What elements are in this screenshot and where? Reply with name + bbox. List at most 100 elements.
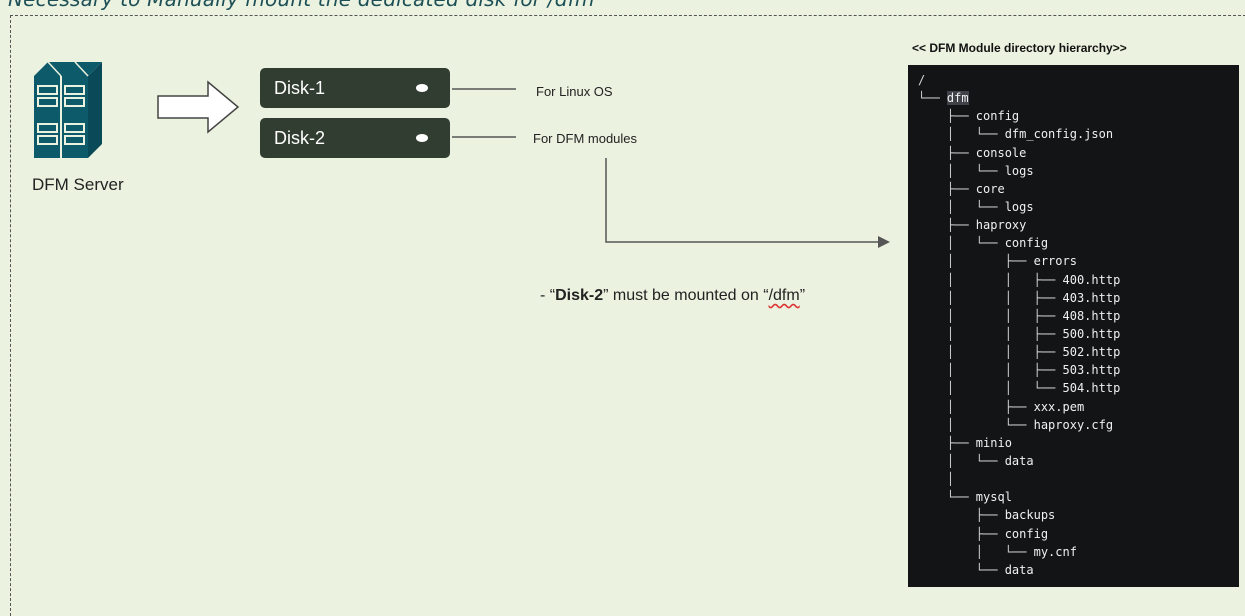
tree-entry-name: 400.http — [1062, 272, 1121, 287]
tree-line: ├── config — [918, 525, 1239, 543]
tree-entry-name: dfm_config.json — [1004, 127, 1114, 142]
tree-entry-name: minio — [975, 435, 1012, 450]
tree-branch: │ │ ├── — [918, 272, 1063, 287]
tree-line: │ │ └── 504.http — [918, 379, 1239, 397]
tree-entry-name: xxx.pem — [1033, 399, 1085, 414]
tree-line: └── mysql — [918, 488, 1239, 506]
disk-2: Disk-2 — [260, 118, 450, 158]
tree-branch: │ ├── — [918, 254, 1034, 269]
tree-entry-name: logs — [1004, 199, 1034, 214]
tree-line: │ └── logs — [918, 198, 1239, 216]
tree-branch: │ │ ├── — [918, 290, 1063, 305]
tree-branch: │ │ ├── — [918, 308, 1063, 323]
disk-led-icon — [416, 134, 428, 142]
tree-line: ├── core — [918, 180, 1239, 198]
tree-title: << DFM Module directory hierarchy>> — [912, 41, 1127, 55]
tree-line: │ │ ├── 500.http — [918, 325, 1239, 343]
tree-line: │ │ ├── 408.http — [918, 307, 1239, 325]
tree-branch: │ └── — [918, 127, 1005, 142]
tree-branch: │ └── — [918, 236, 1005, 251]
tree-branch: ├── — [918, 181, 976, 196]
tree-entry-name: config — [975, 109, 1020, 124]
tree-entry-name: config — [1004, 526, 1049, 541]
tree-line: │ │ ├── 400.http — [918, 271, 1239, 289]
tree-entry-name: mysql — [975, 490, 1012, 505]
disk-1: Disk-1 — [260, 68, 450, 108]
tree-branch: └── — [918, 562, 1005, 577]
tree-entry-name: my.cnf — [1033, 544, 1077, 559]
tree-line: └── dfm — [918, 89, 1239, 107]
tree-branch: │ └── — [918, 453, 1005, 468]
tree-branch: │ └── — [918, 163, 1005, 178]
tree-branch: │ │ ├── — [918, 326, 1063, 341]
tree-entry-name: 503.http — [1062, 363, 1121, 378]
dashed-frame — [10, 15, 1245, 616]
tree-line: │ │ ├── 502.http — [918, 343, 1239, 361]
tree-line: └── data — [918, 561, 1239, 579]
tree-branch: ├── — [918, 508, 1005, 523]
tree-line: │ └── config — [918, 234, 1239, 252]
tree-line: ├── haproxy — [918, 216, 1239, 234]
tree-line: ├── minio — [918, 434, 1239, 452]
right-arrow-icon — [157, 80, 240, 134]
tree-branch: ├── — [918, 435, 976, 450]
tree-branch: ├── — [918, 526, 1005, 541]
server-label: DFM Server — [32, 175, 124, 194]
tree-branch: │ └── — [918, 544, 1034, 559]
tree-entry-name: console — [975, 145, 1027, 160]
tree-entry-name: data — [1004, 562, 1034, 577]
tree-line: │ └── my.cnf — [918, 543, 1239, 561]
mount-instruction: - “Disk-2” must be mounted on “/dfm” — [540, 287, 805, 305]
mount-note-middle: ” must be mounted on “ — [603, 287, 769, 304]
disk-2-note: For DFM modules — [533, 131, 638, 146]
tree-entry-name: errors — [1033, 254, 1077, 269]
directory-tree: / └── dfm ├── config │ └── dfm_config.jso… — [908, 65, 1239, 587]
tree-line: │ │ ├── 503.http — [918, 361, 1239, 379]
tree-line: ├── backups — [918, 506, 1239, 524]
tree-line: │ ├── xxx.pem — [918, 398, 1239, 416]
tree-entry-name: backups — [1004, 508, 1056, 523]
tree-entry-name: core — [975, 181, 1005, 196]
tree-line: │ ├── errors — [918, 252, 1239, 270]
disk-1-note: For Linux OS — [536, 84, 613, 99]
tree-branch: │ │ └── — [918, 381, 1063, 396]
tree-entry-name: 403.http — [1062, 290, 1121, 305]
tree-entry-name: data — [1004, 453, 1034, 468]
tree-line: │ └── logs — [918, 162, 1239, 180]
tree-branch: ├── — [918, 218, 976, 233]
tree-branch: ├── — [918, 145, 976, 160]
tree-entry-name: haproxy.cfg — [1033, 417, 1114, 432]
tree-branch: ├── — [918, 109, 976, 124]
disk-1-label: Disk-1 — [274, 78, 326, 98]
disk-2-label: Disk-2 — [274, 128, 326, 148]
tree-line: ├── console — [918, 144, 1239, 162]
tree-line: │ │ ├── 403.http — [918, 289, 1239, 307]
tree-entry-name: 504.http — [1062, 381, 1121, 396]
tree-branch: / — [918, 73, 926, 87]
tree-line: │ └── data — [918, 452, 1239, 470]
tree-line: │ └── haproxy.cfg — [918, 416, 1239, 434]
tree-line: ├── config — [918, 107, 1239, 125]
mount-note-prefix: - “ — [540, 287, 556, 304]
tree-branch: │ └── — [918, 199, 1005, 214]
tree-branch: │ └── — [918, 417, 1034, 432]
tree-branch: │ — [918, 472, 955, 487]
tree-entry-name: 502.http — [1062, 345, 1121, 360]
tree-branch: │ │ ├── — [918, 363, 1063, 378]
tree-branch: └── — [918, 91, 947, 106]
mount-note-path: /dfm — [768, 287, 800, 304]
tree-entry-name: haproxy — [975, 218, 1027, 233]
tree-line: │ — [918, 470, 1239, 488]
tree-entry-name: 408.http — [1062, 308, 1121, 323]
server-rack-icon — [34, 62, 102, 158]
tree-entry-name: 500.http — [1062, 326, 1121, 341]
mount-note-suffix: ” — [799, 287, 806, 304]
tree-entry-name: config — [1004, 236, 1049, 251]
tree-branch: └── — [918, 490, 976, 505]
disk-led-icon — [416, 84, 428, 92]
tree-line: / — [918, 71, 1239, 89]
tree-branch: │ ├── — [918, 399, 1034, 414]
tree-branch: │ │ ├── — [918, 345, 1063, 360]
diagram-caption: Necessary to Manually mount the dedicate… — [8, 0, 595, 11]
tree-entry-name: logs — [1004, 163, 1034, 178]
